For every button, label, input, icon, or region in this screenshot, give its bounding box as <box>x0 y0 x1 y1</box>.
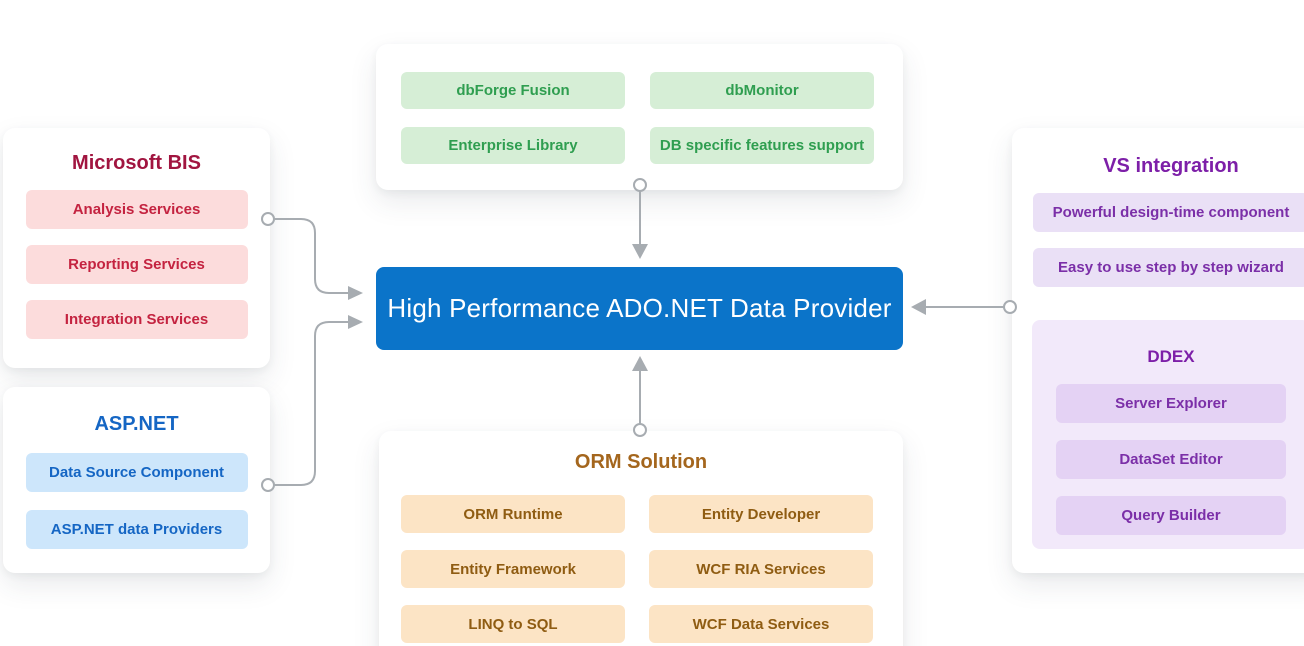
arrowhead-down-icon <box>632 244 648 259</box>
pill-reporting-services: Reporting Services <box>25 245 248 284</box>
pill-design-time-component: Powerful design-time component <box>1033 193 1304 232</box>
center-node-label: High Performance ADO.NET Data Provider <box>387 293 892 323</box>
devtools-card: dbForge Fusion dbMonitor Enterprise Libr… <box>376 44 903 190</box>
pill-data-source-component: Data Source Component <box>25 453 248 492</box>
center-node: High Performance ADO.NET Data Provider <box>376 267 903 350</box>
pill-entity-framework: Entity Framework <box>401 550 625 588</box>
pill-linq-to-sql: LINQ to SQL <box>401 605 625 643</box>
aspnet-title: ASP.NET <box>94 413 179 435</box>
aspnet-card: ASP.NET Data Source Component ASP.NET da… <box>3 387 270 573</box>
vs-integration-title: VS integration <box>1103 155 1239 177</box>
pill-enterprise-library: Enterprise Library <box>401 127 625 164</box>
pill-db-specific-features: DB specific features support <box>650 127 874 164</box>
pill-integration-services: Integration Services <box>25 300 248 339</box>
orm-solution-card: ORM Solution ORM Runtime Entity Develope… <box>379 431 903 646</box>
microsoft-bis-title: Microsoft BIS <box>72 152 201 174</box>
microsoft-bis-card: Microsoft BIS Analysis Services Reportin… <box>3 128 270 368</box>
ddex-title: DDEX <box>1147 347 1195 366</box>
orm-solution-title: ORM Solution <box>574 451 708 473</box>
ddex-section: DDEX Server Explorer DataSet Editor Quer… <box>1032 320 1304 549</box>
pill-wcf-data-services: WCF Data Services <box>649 605 873 643</box>
pill-entity-developer: Entity Developer <box>649 495 873 533</box>
arrowhead-right-aspnet-icon <box>348 315 363 329</box>
pill-orm-runtime: ORM Runtime <box>401 495 625 533</box>
pill-dataset-editor: DataSet Editor <box>1056 440 1286 479</box>
pill-query-builder: Query Builder <box>1056 496 1286 535</box>
arrowhead-up-icon <box>632 356 648 371</box>
pill-step-by-step-wizard: Easy to use step by step wizard <box>1033 248 1304 287</box>
arrowhead-right-bis-icon <box>348 286 363 300</box>
pill-server-explorer: Server Explorer <box>1056 384 1286 423</box>
pill-analysis-services: Analysis Services <box>25 190 248 229</box>
pill-aspnet-data-providers: ASP.NET data Providers <box>25 510 248 549</box>
arrowhead-left-vs-icon <box>911 299 926 315</box>
pill-wcf-ria-services: WCF RIA Services <box>649 550 873 588</box>
pill-dbmonitor: dbMonitor <box>650 72 874 109</box>
arrow-aspnet-path <box>273 321 350 486</box>
arrow-bis-path <box>273 218 350 294</box>
pill-dbforge-fusion: dbForge Fusion <box>401 72 625 109</box>
vs-integration-card: VS integration Powerful design-time comp… <box>1012 128 1304 573</box>
orm-pill-grid: ORM Runtime Entity Developer Entity Fram… <box>379 473 903 643</box>
